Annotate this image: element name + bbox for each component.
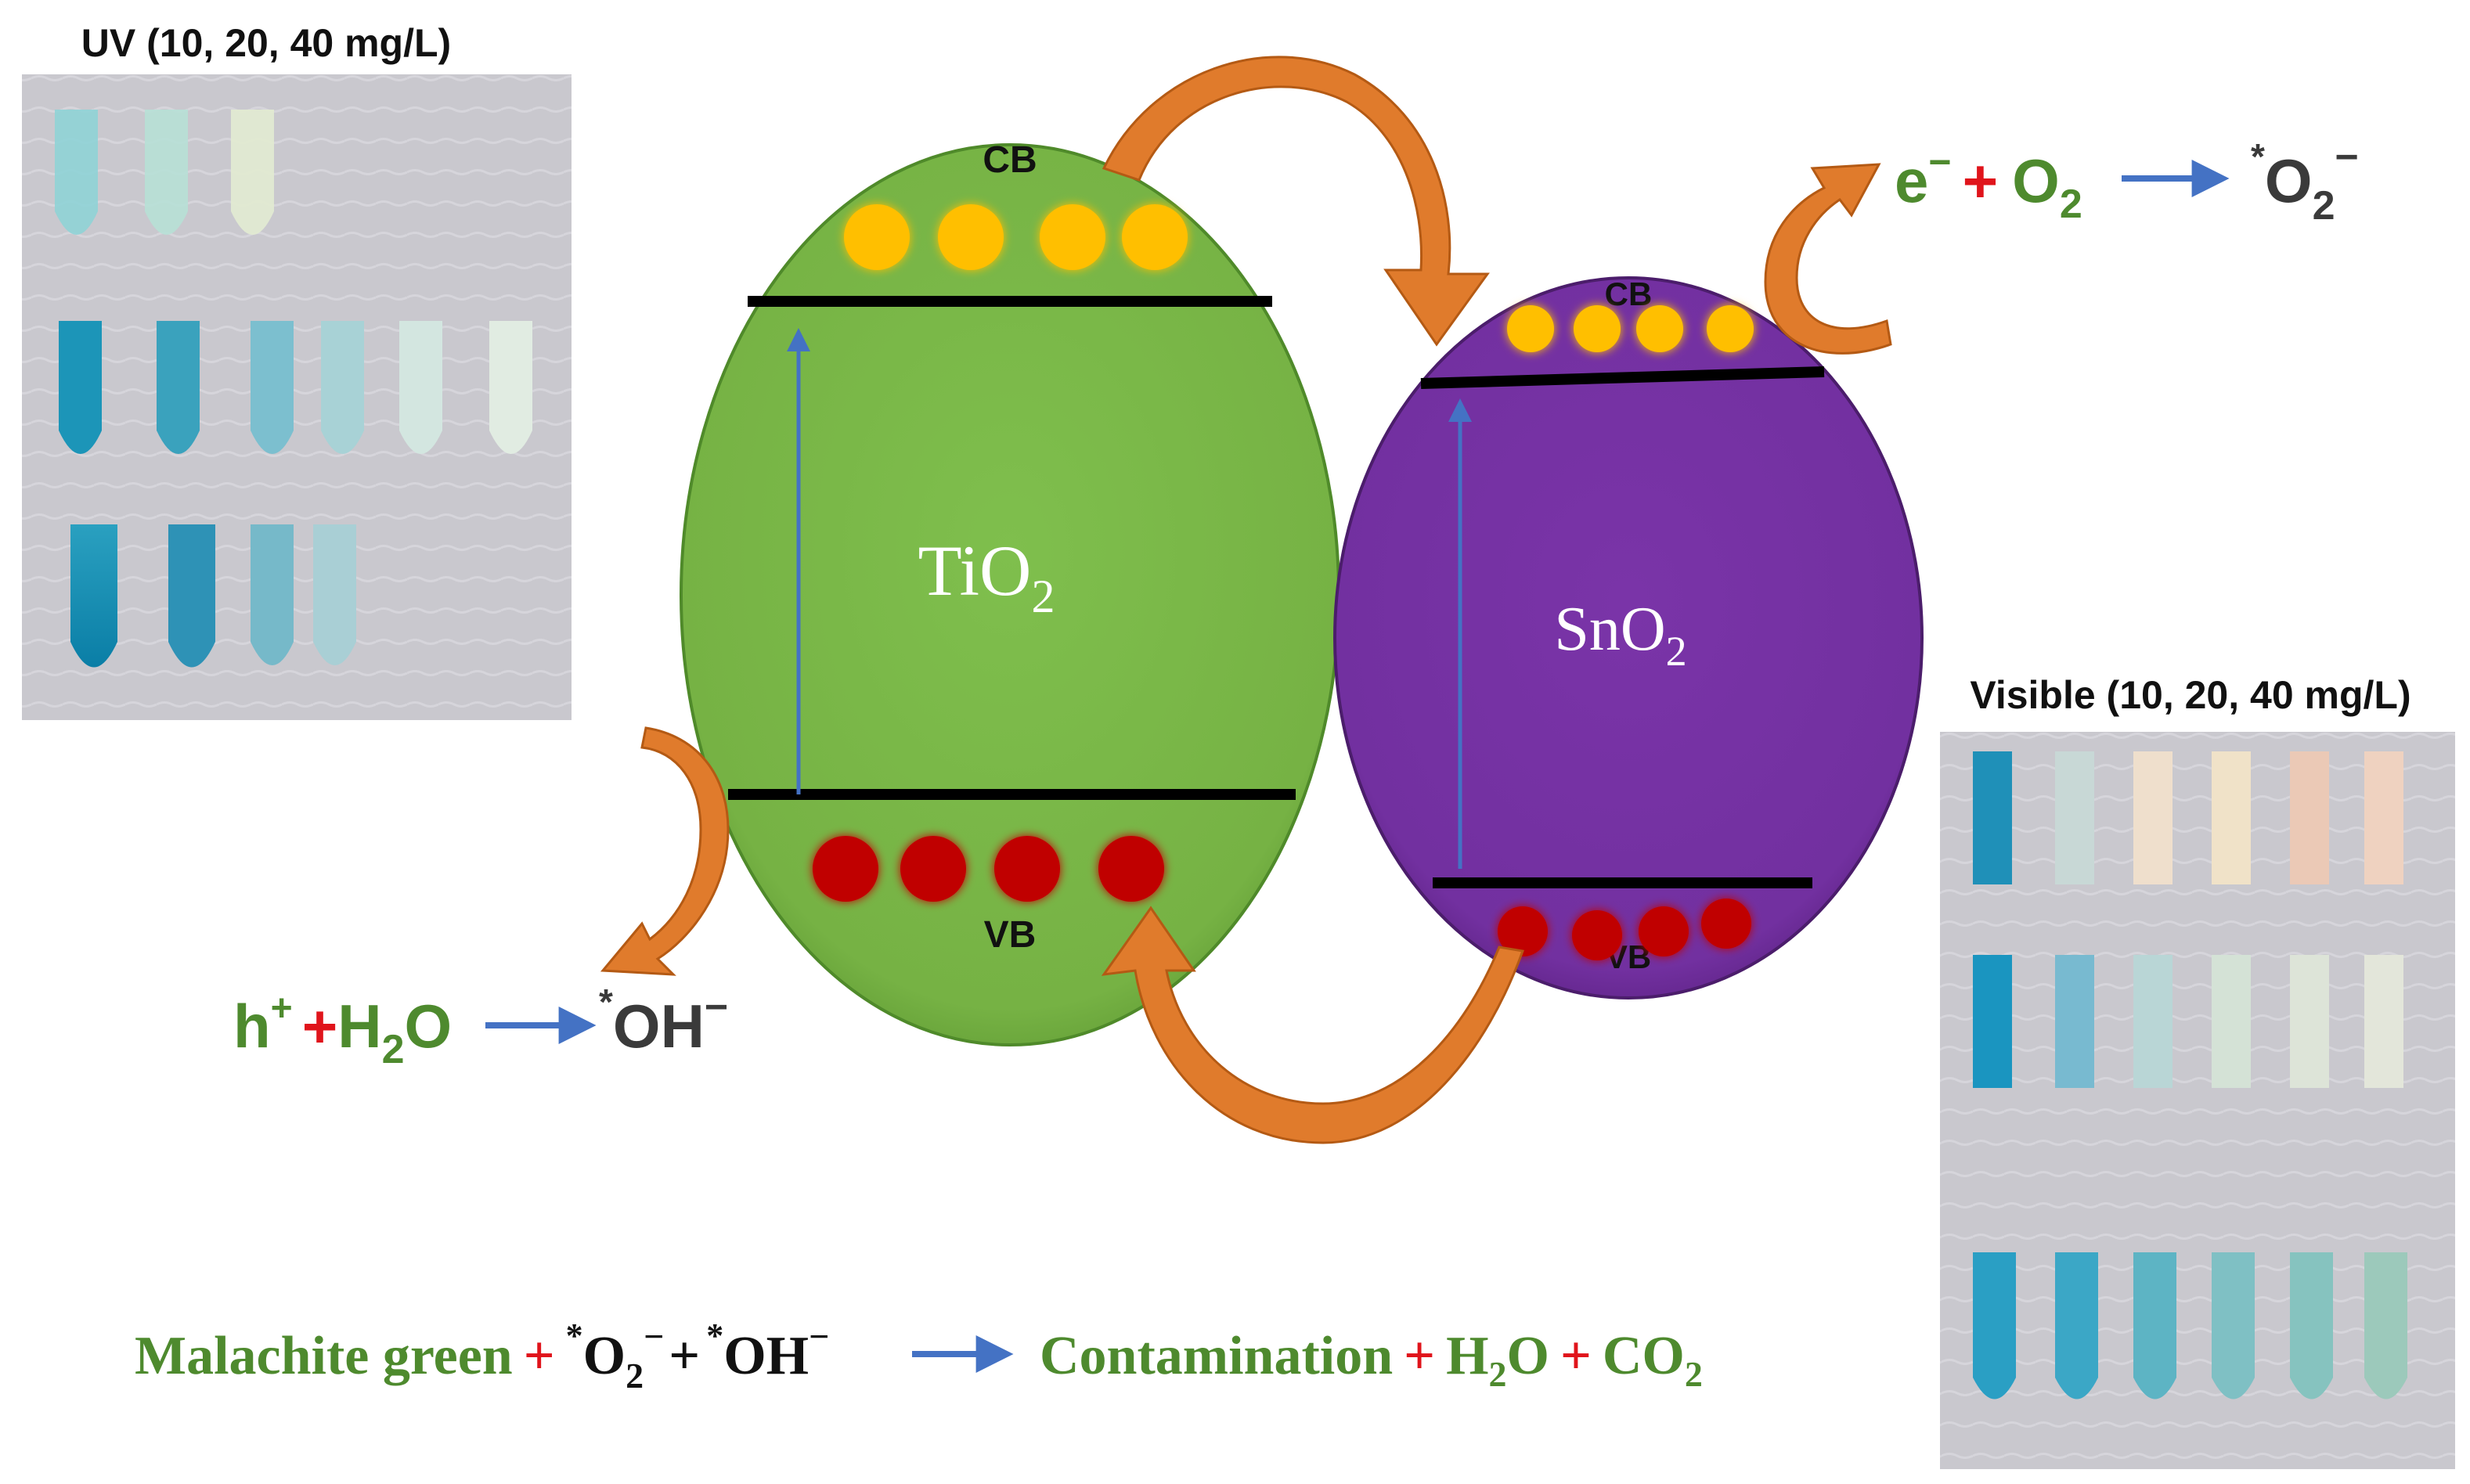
uv-tube-rack — [55, 110, 532, 668]
electron — [844, 204, 910, 270]
electron — [1122, 204, 1188, 270]
tio2-electrons — [844, 204, 1188, 270]
electron-equation-lhs: e−+O2 — [1895, 140, 2082, 227]
sno2-label: SnO2 — [1554, 595, 1686, 675]
hole — [1498, 906, 1548, 956]
tio2-h2o-arrow — [600, 726, 730, 976]
hole — [994, 836, 1060, 902]
uv-panel: UV (10, 20, 40 mg/L) — [22, 21, 572, 720]
hole — [1639, 906, 1689, 956]
hydroxyl-product: *OH− — [599, 982, 728, 1061]
hole-reaction-equation: h++H2O *OH− — [233, 982, 728, 1072]
electron — [1707, 305, 1754, 352]
hole — [900, 836, 966, 902]
superoxide-product: *O2− — [2251, 135, 2359, 229]
hole — [813, 836, 878, 902]
uv-panel-title: UV (10, 20, 40 mg/L) — [81, 21, 451, 65]
sno2-cb-line — [1420, 366, 1825, 389]
electron — [1574, 305, 1621, 352]
visible-panel-title: Visible (10, 20, 40 mg/L) — [1970, 673, 2411, 717]
hole — [1701, 899, 1751, 949]
tio2-vb-label: VB — [984, 914, 1037, 956]
electron-transfer-arrow — [1102, 56, 1490, 347]
tio2-particle: CB VB TiO2 — [680, 139, 1340, 1046]
sno2-cb-label: CB — [1605, 276, 1653, 312]
hole-transfer-arrow — [1101, 906, 1525, 1144]
hole-equation-lhs: h++H2O — [233, 988, 452, 1072]
overall-reaction-equation: Malachite green+*O2−+*OH− Contamination+… — [135, 1317, 1703, 1396]
hole — [1572, 910, 1622, 960]
tio2-label: TiO2 — [918, 531, 1055, 622]
sno2-holes — [1498, 899, 1751, 960]
visible-panel: Visible (10, 20, 40 mg/L) — [1940, 673, 2455, 1469]
hole — [1098, 836, 1164, 902]
electron-reaction-equation: e−+O2 *O2− — [1895, 135, 2359, 229]
overall-equation-lhs: Malachite green+*O2−+*OH− — [135, 1317, 829, 1396]
sno2-o2-arrow — [1764, 163, 1892, 355]
electron — [938, 204, 1004, 270]
sno2-electrons — [1507, 305, 1754, 352]
electron — [1507, 305, 1554, 352]
electron — [1636, 305, 1683, 352]
sno2-particle: CB VB SnO2 — [1333, 276, 1924, 1000]
tio2-holes — [813, 836, 1164, 902]
tio2-cb-label: CB — [983, 139, 1037, 181]
electron — [1040, 204, 1105, 270]
orange-arrows — [600, 56, 1892, 1144]
visible-tube-rack — [1973, 751, 2407, 1399]
overall-equation-rhs: Contamination+H2O+CO2 — [1040, 1326, 1703, 1394]
